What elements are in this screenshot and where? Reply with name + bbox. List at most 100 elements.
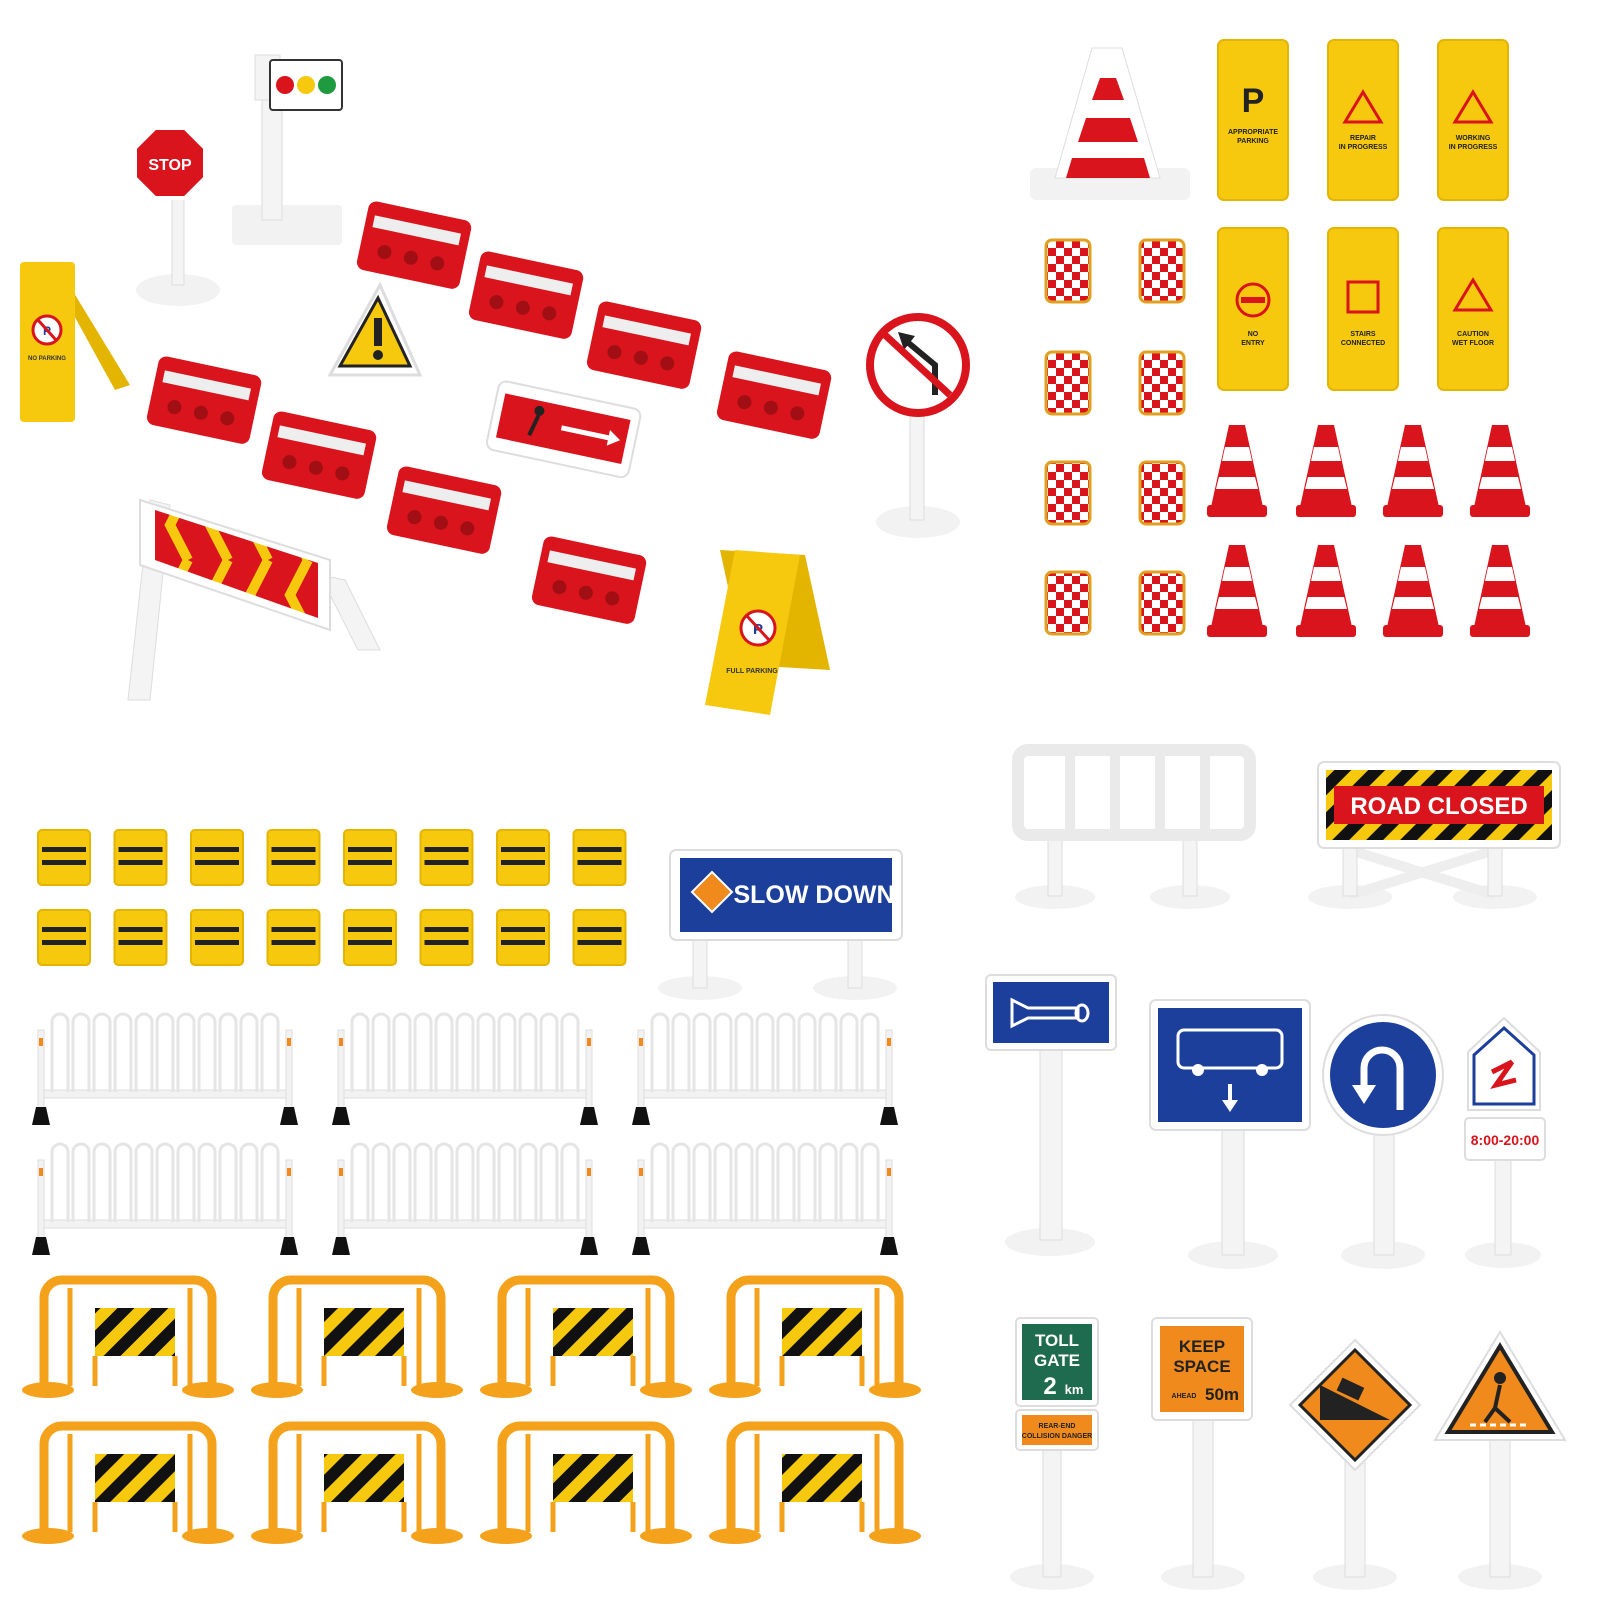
stop-sign-label: STOP: [148, 157, 192, 174]
yellow-block: [572, 909, 627, 966]
keep-line2: SPACE: [1173, 1357, 1230, 1376]
barrel: [1138, 460, 1186, 526]
no-parking-label: NO PARKING: [28, 356, 66, 362]
caution-line1: CAUTION: [1457, 331, 1489, 338]
floor-sign-wet-floor: CAUTION WET FLOOR: [1437, 227, 1509, 391]
small-cone: [1383, 425, 1443, 517]
yellow-block: [419, 829, 474, 886]
appropriate-parking-line2: PARKING: [1237, 138, 1269, 145]
yellow-block: [266, 909, 321, 966]
orange-hazard-barrier: [251, 1275, 463, 1398]
barrel: [1138, 570, 1186, 636]
floor-sign-no-entry: NO ENTRY: [1217, 227, 1289, 391]
yellow-block: [419, 909, 474, 966]
keep-distance: 50m: [1205, 1385, 1239, 1404]
red-water-barriers: [146, 201, 832, 624]
pedestrian-crossing-sign: [1433, 1330, 1567, 1590]
slow-down-label: SLOW DOWN: [733, 881, 894, 909]
keep-line1: KEEP: [1179, 1337, 1225, 1356]
white-fence: [632, 1012, 898, 1125]
floor-sign-repair: REPAIR IN PROGRESS: [1327, 39, 1399, 201]
small-cone: [1207, 425, 1267, 517]
traffic-light-sign: [232, 54, 343, 245]
orange-hazard-barrier: [709, 1275, 921, 1398]
orange-hazard-barrier: [22, 1275, 234, 1398]
white-fence: [332, 1012, 598, 1125]
barrel: [1044, 238, 1092, 304]
road-closed-label: ROAD CLOSED: [1350, 793, 1527, 820]
yellow-block: [343, 829, 397, 886]
orange-hazard-barrier: [480, 1421, 692, 1544]
yellow-lane-blocks: [37, 829, 627, 966]
small-cone: [1470, 425, 1530, 517]
white-fence: [32, 1012, 298, 1125]
yellow-block: [266, 829, 321, 886]
floor-sign-appropriate-parking: P APPROPRIATE PARKING: [1217, 39, 1289, 201]
working-line1: WORKING: [1456, 135, 1491, 142]
small-cone: [1470, 545, 1530, 637]
slow-down-sign: SLOW DOWN: [658, 849, 903, 1000]
yellow-block: [496, 909, 550, 966]
white-fence: [332, 1142, 598, 1255]
floor-sign-working: WORKING IN PROGRESS: [1437, 39, 1509, 201]
full-parking-a-frame: P FULL PARKING: [705, 550, 830, 715]
white-fence: [32, 1142, 298, 1255]
orange-hazard-barrier: [251, 1421, 463, 1544]
barrel: [1138, 350, 1186, 416]
yellow-block: [572, 829, 627, 886]
small-cone: [1296, 545, 1356, 637]
small-cone: [1207, 545, 1267, 637]
red-barrier: [261, 411, 377, 499]
rear-end-line2: COLLISION DANGER: [1022, 1433, 1092, 1440]
orange-hazard-barriers: [22, 1275, 921, 1544]
stairs-line1: STAIRS: [1350, 331, 1375, 338]
toll-line2: GATE: [1034, 1351, 1080, 1370]
red-barrier: [146, 356, 262, 444]
white-fence: [632, 1142, 898, 1255]
small-traffic-cones: [1207, 425, 1530, 637]
yellow-block: [343, 909, 397, 966]
small-cone: [1383, 545, 1443, 637]
stop-sign: STOP: [133, 126, 220, 306]
appropriate-parking-line1: APPROPRIATE: [1228, 129, 1278, 136]
orange-hazard-barrier: [709, 1421, 921, 1544]
caution-line2: WET FLOOR: [1452, 340, 1494, 347]
barrel: [1044, 570, 1092, 636]
u-turn-sign: [1322, 1014, 1444, 1269]
time-restriction-sign: 8:00-20:00: [1464, 1016, 1546, 1268]
large-traffic-cone: [1030, 47, 1190, 200]
warning-triangle-sign: [327, 281, 423, 377]
full-parking-label: FULL PARKING: [726, 668, 778, 675]
no-horn-sign: [985, 974, 1117, 1256]
yellow-block: [190, 829, 244, 886]
keep-ahead: AHEAD: [1172, 1393, 1197, 1400]
checkered-barrels: [1044, 238, 1186, 636]
barrel: [1044, 350, 1092, 416]
yellow-block: [113, 909, 168, 966]
red-barrier: [716, 351, 832, 439]
working-line2: IN PROGRESS: [1449, 144, 1498, 151]
bus-lane-sign: [1149, 999, 1311, 1269]
no-left-turn-sign: [866, 313, 970, 538]
toll-km-value: 2: [1043, 1373, 1056, 1400]
red-barrier: [356, 201, 472, 289]
toll-km-unit: km: [1065, 1382, 1084, 1397]
white-picket-fences: [32, 1012, 898, 1255]
toll-gate-sign: TOLL GATE 2 km REAR-END COLLISION DANGER: [1010, 1317, 1099, 1590]
road-closed-sign: ROAD CLOSED: [1308, 761, 1561, 909]
yellow-block: [190, 909, 244, 966]
orange-hazard-barrier: [22, 1421, 234, 1544]
yellow-block: [37, 829, 91, 886]
yellow-block: [113, 829, 168, 886]
white-railing-barrier: [1012, 744, 1256, 909]
barrel: [1138, 238, 1186, 304]
repair-line2: IN PROGRESS: [1339, 144, 1388, 151]
toll-line1: TOLL: [1035, 1331, 1079, 1350]
stairs-line2: CONNECTED: [1341, 340, 1385, 347]
steep-slope-sign: [1288, 1338, 1422, 1590]
roadwork-arrow-sign: [485, 380, 642, 479]
red-barrier: [586, 301, 702, 389]
chevron-barricade: [127, 498, 381, 701]
no-entry-line2: ENTRY: [1241, 340, 1265, 347]
